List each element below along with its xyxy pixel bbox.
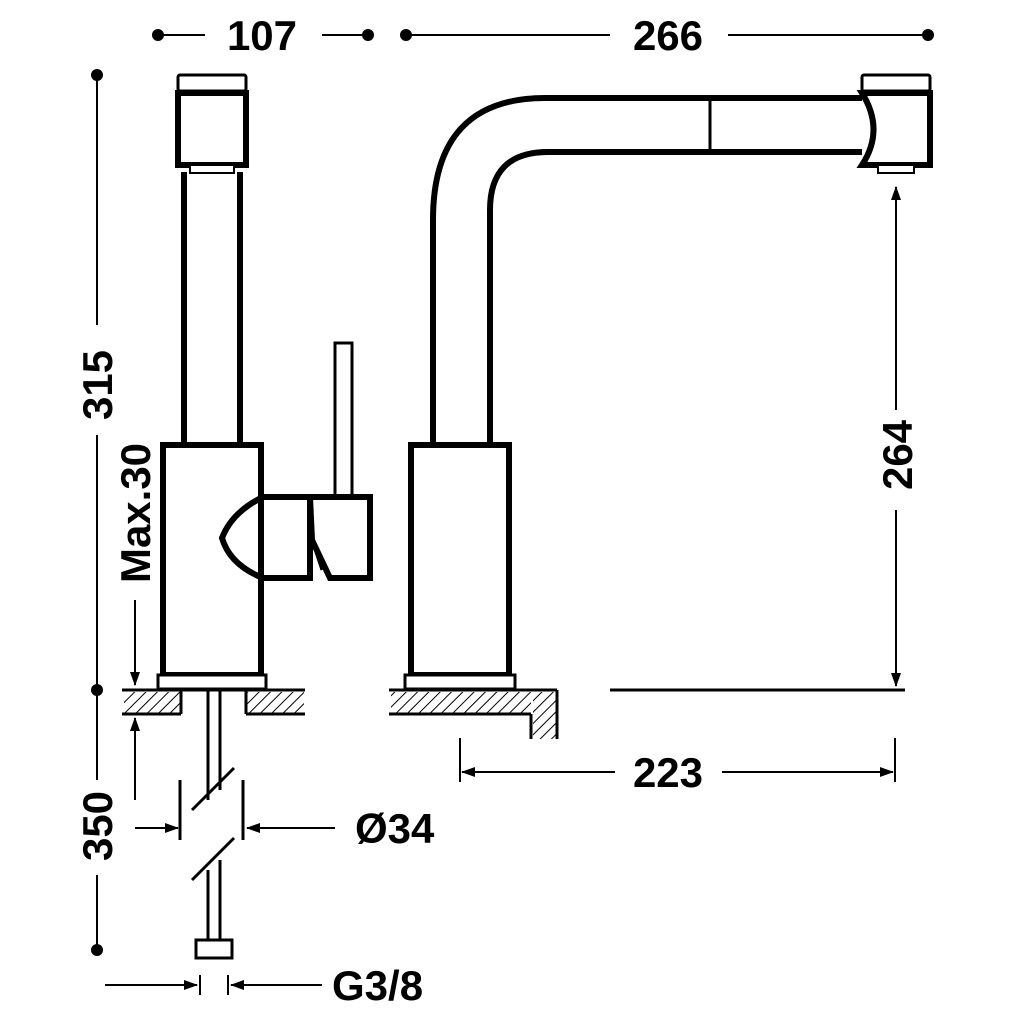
dimension-label-thread: G3/8 <box>332 962 423 1009</box>
dimension-label-hole-diameter: Ø34 <box>355 805 435 852</box>
faucet-side-view <box>156 73 373 691</box>
dimension-width-side: 107 <box>152 12 374 59</box>
dimension-width-front: 266 <box>400 12 934 59</box>
dimension-hose-length: 350 <box>74 690 121 956</box>
dimension-spout-height: 264 <box>610 186 921 692</box>
dimension-label-width-side: 107 <box>227 12 297 59</box>
dimension-label-hose-length: 350 <box>74 791 121 861</box>
dimension-height-total: 315 <box>74 69 121 696</box>
dimension-label-max-thickness: Max.30 <box>112 443 159 583</box>
dimension-label-height-total: 315 <box>74 350 121 420</box>
dimension-label-spout-height: 264 <box>874 419 921 490</box>
dimension-max-thickness: Max.30 <box>112 443 159 800</box>
dimension-reach: 223 <box>459 738 896 796</box>
countertop-left <box>122 688 305 716</box>
dimension-label-width-front: 266 <box>633 12 703 59</box>
faucet-front-view <box>403 73 933 691</box>
dimension-thread: G3/8 <box>105 962 423 1009</box>
countertop-right <box>389 688 559 739</box>
dimension-label-reach: 223 <box>633 749 703 796</box>
dimension-hole-diameter: Ø34 <box>135 805 435 852</box>
supply-hose <box>178 690 245 995</box>
